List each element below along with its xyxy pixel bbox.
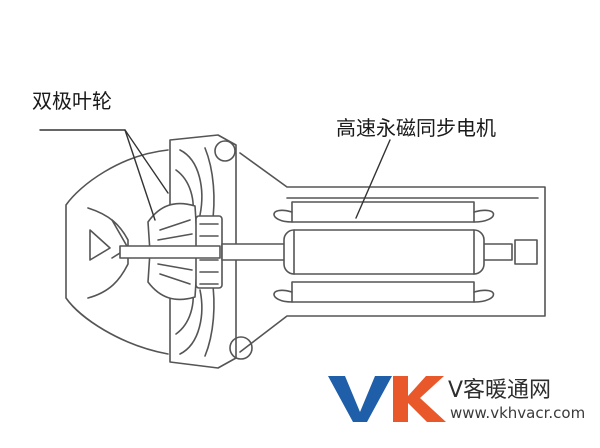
impeller-blades xyxy=(147,202,223,301)
motor-housing xyxy=(239,152,546,353)
stator xyxy=(273,201,495,303)
leader-lines xyxy=(39,129,391,221)
logo-letter-v xyxy=(328,376,392,422)
motor-leader xyxy=(355,139,391,219)
watermark-url: www.vkhvacr.com xyxy=(450,404,586,422)
logo-letter-k xyxy=(393,376,446,422)
impeller-label: 双极叶轮 xyxy=(32,89,112,113)
motor-label: 高速永磁同步电机 xyxy=(336,116,496,140)
watermark-brand: V客暖通网 xyxy=(448,378,552,403)
impeller-leader-2 xyxy=(124,129,156,221)
rotor xyxy=(283,229,485,275)
watermark-logo xyxy=(328,376,446,422)
